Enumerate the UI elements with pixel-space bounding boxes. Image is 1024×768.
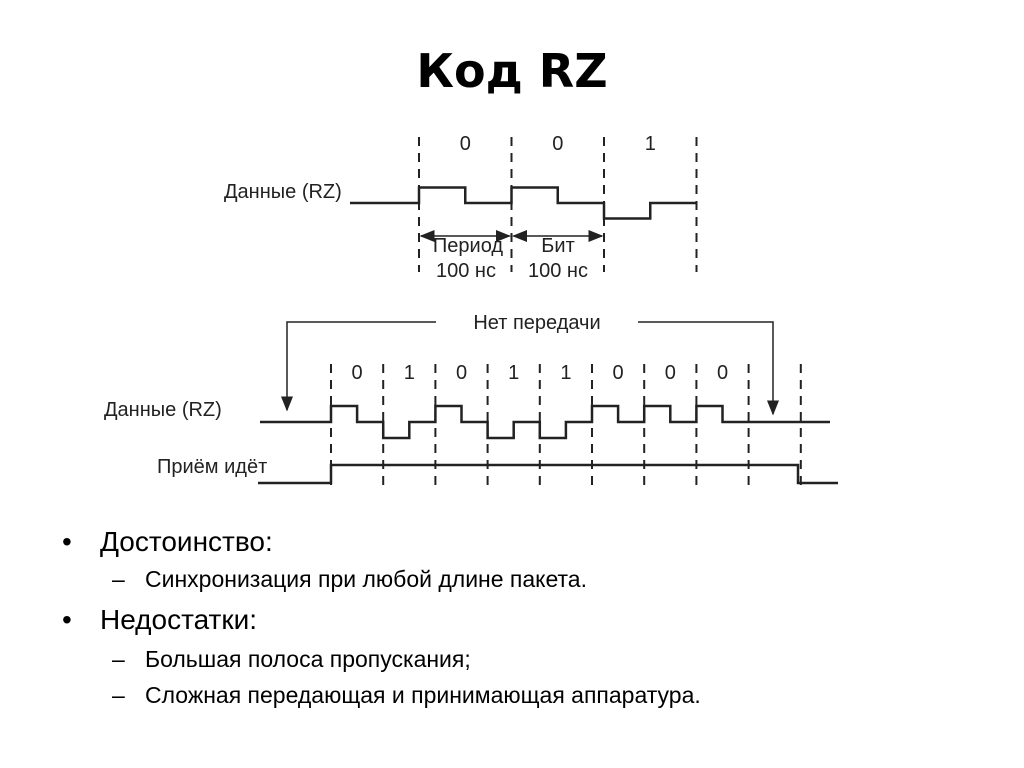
rz-timing-diagram: Данные (RZ) Период 100 нс Бит 100 нс 0 0 1… — [104, 133, 838, 492]
bullet-text: Достоинство: — [100, 526, 273, 557]
bullet-dot: • — [62, 526, 72, 557]
bit-value-label: 0 — [456, 362, 467, 384]
bit-value-label: 0 — [717, 362, 728, 384]
sub-dash: – — [112, 646, 125, 672]
top-signal-label: Данные (RZ) — [224, 181, 342, 203]
rz-signal-waveform — [260, 404, 830, 440]
no-transmission-arrow-right — [638, 321, 779, 416]
no-transmission-label: Нет передачи — [473, 312, 600, 334]
sub-bullet: –Сложная передающая и принимающая аппара… — [112, 682, 701, 709]
bit-value-label: 0 — [613, 362, 624, 384]
bottom-diagram: Нет передачи Данные (RZ) Приём идёт 0 1 0 1… — [104, 312, 838, 492]
bit-value-label: 0 — [552, 133, 563, 155]
sub-bullet: –Большая полоса пропускания; — [112, 646, 471, 673]
period-label: Период — [433, 235, 503, 257]
sub-dash: – — [112, 566, 125, 592]
sub-bullet-text: Большая полоса пропускания; — [145, 646, 471, 672]
sub-bullet-text: Синхронизация при любой длине пакета. — [145, 566, 587, 592]
bullet-text: Недостатки: — [100, 604, 258, 635]
receive-active-waveform — [258, 463, 838, 485]
bit-label: Бит — [541, 235, 574, 257]
receive-label: Приём идёт — [157, 456, 267, 478]
bit-value-label: 1 — [645, 133, 656, 155]
slide-title: Код RZ — [416, 44, 608, 98]
no-transmission-arrow-left — [281, 321, 436, 412]
bit-value-label: 1 — [560, 362, 571, 384]
bottom-signal-label: Данные (RZ) — [104, 399, 222, 421]
bit-value-label: 1 — [404, 362, 415, 384]
bit-value-label: 0 — [352, 362, 363, 384]
top-diagram: Данные (RZ) Период 100 нс Бит 100 нс 0 0 1 — [224, 133, 698, 282]
bullet-disadvantages: • Недостатки: — [62, 604, 257, 636]
period-value: 100 нс — [436, 260, 496, 282]
bullet-dot: • — [62, 604, 72, 635]
sub-dash: – — [112, 682, 125, 708]
sub-bullet-text: Сложная передающая и принимающая аппарат… — [145, 682, 701, 708]
bit-value-label: 1 — [508, 362, 519, 384]
sub-bullet: –Синхронизация при любой длине пакета. — [112, 566, 587, 593]
bit-value: 100 нс — [528, 260, 588, 282]
bit-value-label: 0 — [665, 362, 676, 384]
bit-value-label: 0 — [460, 133, 471, 155]
bullet-advantage: • Достоинство: — [62, 526, 273, 558]
rz-signal-waveform — [350, 186, 697, 220]
